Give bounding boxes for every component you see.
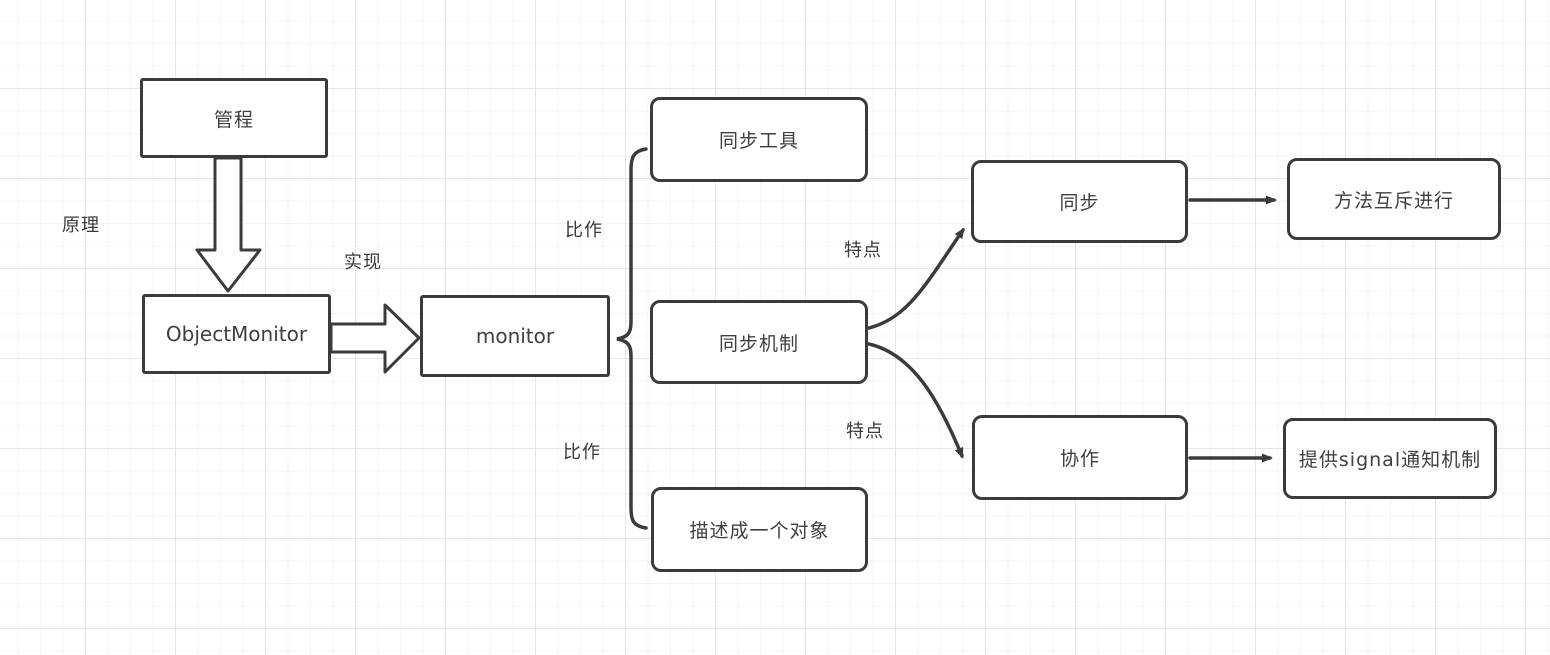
brace-monitor-children[interactable] bbox=[616, 147, 648, 530]
node-tongbu-gongju-label: 同步工具 bbox=[718, 130, 799, 152]
node-xiezuo-label: 协作 bbox=[1059, 448, 1100, 470]
node-fangfa-huchi[interactable]: 方法互斥进行 bbox=[1287, 158, 1501, 240]
node-tongbu-gongju[interactable]: 同步工具 bbox=[650, 97, 868, 182]
node-miaoshu-duixiang[interactable]: 描述成一个对象 bbox=[651, 487, 868, 572]
node-tongbu-jizhi-label: 同步机制 bbox=[718, 332, 799, 355]
node-guancheng-label: 管程 bbox=[213, 108, 254, 131]
edge-label-yuanli[interactable]: 原理 bbox=[62, 215, 100, 236]
node-monitor[interactable]: monitor bbox=[420, 295, 610, 377]
node-fangfa-huchi-label: 方法互斥进行 bbox=[1333, 189, 1454, 212]
edge-label-tedian-bottom[interactable]: 特点 bbox=[846, 421, 884, 442]
node-signal-tongzhi[interactable]: 提供signal通知机制 bbox=[1283, 418, 1497, 499]
node-signal-tongzhi-label: 提供signal通知机制 bbox=[1298, 449, 1482, 471]
edge-objectmonitor-to-monitor[interactable] bbox=[329, 303, 421, 374]
node-monitor-label: monitor bbox=[475, 324, 555, 348]
edge-label-bizuo-top[interactable]: 比作 bbox=[565, 220, 603, 241]
edge-label-tedian-top[interactable]: 特点 bbox=[844, 240, 882, 261]
edge-guancheng-to-objectmonitor[interactable] bbox=[195, 156, 262, 293]
node-xiezuo[interactable]: 协作 bbox=[972, 415, 1188, 500]
edge-label-bizuo-bottom[interactable]: 比作 bbox=[563, 442, 601, 463]
node-tongbu-jizhi[interactable]: 同步机制 bbox=[650, 300, 868, 384]
node-objectmonitor-label: ObjectMonitor bbox=[165, 322, 308, 346]
node-miaoshu-duixiang-label: 描述成一个对象 bbox=[689, 520, 830, 542]
edge-tongbujizhi-to-xiezuo[interactable] bbox=[867, 342, 964, 459]
node-tongbu-label: 同步 bbox=[1059, 192, 1100, 214]
node-tongbu[interactable]: 同步 bbox=[971, 160, 1188, 243]
edge-label-shixian[interactable]: 实现 bbox=[344, 252, 382, 273]
node-guancheng[interactable]: 管程 bbox=[140, 78, 328, 158]
edge-tongbujizhi-to-tongbu[interactable] bbox=[867, 227, 965, 330]
node-objectmonitor[interactable]: ObjectMonitor bbox=[142, 294, 331, 374]
